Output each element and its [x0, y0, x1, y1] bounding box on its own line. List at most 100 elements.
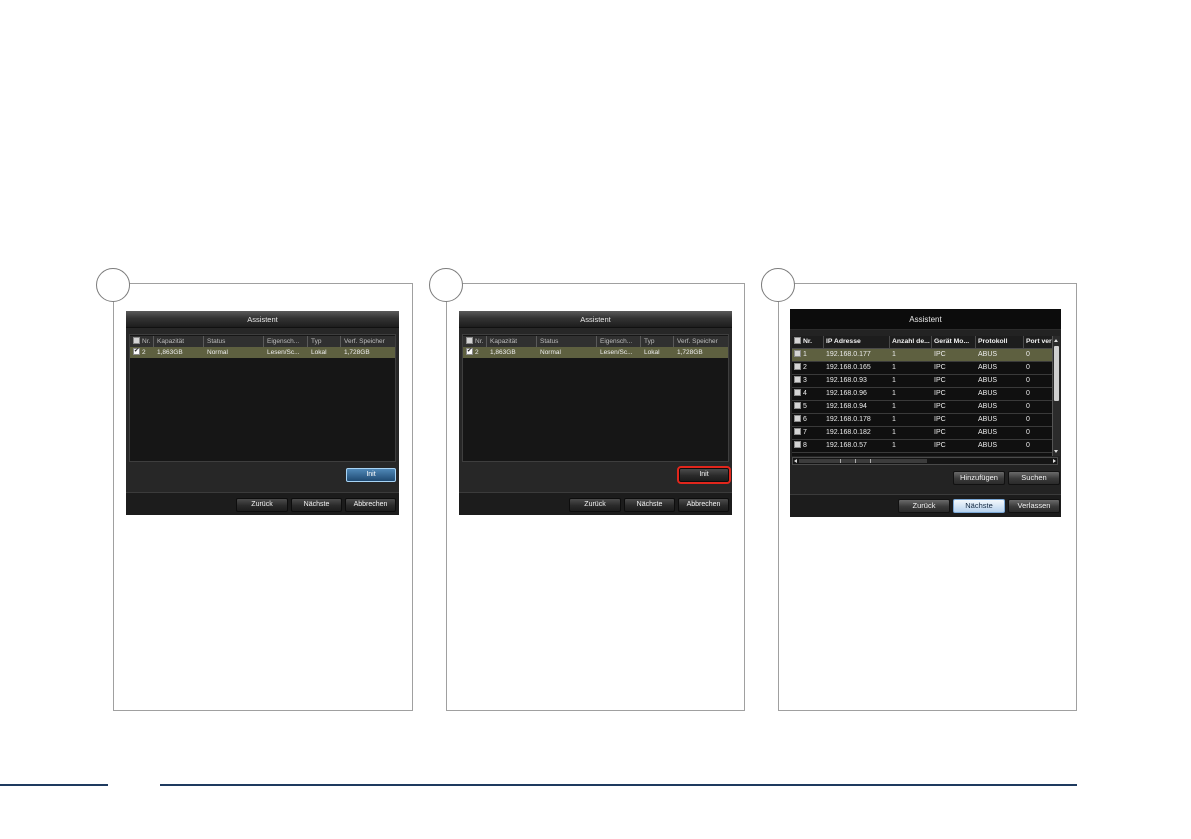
row-checkbox[interactable]	[794, 441, 801, 448]
init-button[interactable]: Init	[677, 466, 731, 484]
step-panel-1: Assistent Nr. Kapazität Status Eigensch.…	[96, 268, 413, 711]
table-cell-device-model: IPC	[934, 351, 946, 358]
next-button[interactable]: Nächste	[291, 498, 342, 512]
table-cell-nr: 5	[792, 401, 824, 413]
row-checkbox[interactable]	[794, 428, 801, 435]
table-cell-nr: 8	[792, 440, 824, 452]
back-button[interactable]: Zurück	[236, 498, 288, 512]
add-button[interactable]: Hinzufügen	[953, 471, 1005, 485]
table-cell-nr: 6	[792, 414, 824, 426]
table-cell-protocol: ABUS	[978, 364, 998, 371]
select-all-checkbox[interactable]	[466, 337, 473, 344]
table-cell-device-model: IPC	[934, 442, 946, 449]
table-cell-nr: 2	[463, 347, 487, 358]
table-row[interactable]: 6 192.168.0.178 1 IPC ABUS 0	[792, 414, 1052, 427]
horizontal-scrollbar[interactable]	[792, 457, 1058, 465]
scroll-left-icon[interactable]	[794, 458, 797, 463]
column-header-free-space[interactable]: Verf. Speicher	[344, 338, 385, 345]
step-panel-3: Assistent Nr. IP Adresse Anzahl de... Ge…	[761, 268, 1077, 711]
exit-button[interactable]: Verlassen	[1008, 499, 1060, 513]
table-cell-device-model: IPC	[934, 403, 946, 410]
column-header-nr[interactable]: Nr.	[792, 336, 824, 348]
table-row[interactable]: 3 192.168.0.93 1 IPC ABUS 0	[792, 375, 1052, 388]
row-checkbox[interactable]	[794, 376, 801, 383]
table-cell-nr-value: 1	[803, 351, 807, 358]
scroll-grip-icon	[870, 459, 871, 463]
column-header-status[interactable]: Status	[537, 336, 597, 347]
scroll-grip-icon	[840, 459, 841, 463]
select-all-checkbox[interactable]	[133, 337, 140, 344]
row-checkbox[interactable]	[794, 389, 801, 396]
column-header-type[interactable]: Typ	[308, 336, 341, 347]
footer-rule-right	[160, 784, 1077, 786]
column-header-type[interactable]: Typ	[641, 336, 674, 347]
row-checkbox[interactable]	[133, 348, 140, 355]
horizontal-scroll-thumb[interactable]	[799, 459, 927, 463]
hdd-table: Nr. Kapazität Status Eigensch... Typ Ver…	[129, 334, 396, 462]
table-cell-ip-address: 192.168.0.93	[826, 377, 867, 384]
column-header-status[interactable]: Status	[204, 336, 264, 347]
column-header-nr[interactable]: Nr.	[130, 336, 154, 347]
table-cell-protocol: ABUS	[978, 377, 998, 384]
column-header-properties[interactable]: Eigensch...	[264, 336, 308, 347]
init-button[interactable]: Init	[346, 468, 396, 482]
table-header-row: Nr. IP Adresse Anzahl de... Gerät Mo... …	[792, 336, 1052, 349]
dialog-title: Assistent	[790, 309, 1061, 330]
column-header-capacity[interactable]: Kapazität	[154, 336, 204, 347]
row-checkbox[interactable]	[794, 363, 801, 370]
table-row[interactable]: 5 192.168.0.94 1 IPC ABUS 0	[792, 401, 1052, 414]
scroll-down-icon[interactable]	[1054, 450, 1058, 453]
table-cell-port: 0	[1026, 416, 1030, 423]
table-cell-ip-address: 192.168.0.182	[826, 429, 871, 436]
table-cell-channel-count: 1	[892, 351, 896, 358]
row-checkbox[interactable]	[794, 350, 801, 357]
table-cell-properties: Lesen/Sc...	[600, 349, 633, 356]
column-header-nr-label: Nr.	[475, 338, 484, 345]
vertical-scrollbar[interactable]	[1052, 336, 1060, 456]
table-cell-nr-value: 3	[803, 377, 807, 384]
scroll-up-icon[interactable]	[1054, 339, 1058, 342]
column-header-ip-address[interactable]: IP Adresse	[824, 336, 890, 348]
back-button[interactable]: Zurück	[569, 498, 621, 512]
next-button[interactable]: Nächste	[953, 499, 1005, 513]
ip-camera-table: Nr. IP Adresse Anzahl de... Gerät Mo... …	[792, 336, 1060, 456]
column-header-protocol[interactable]: Protokoll	[976, 336, 1024, 348]
vertical-scroll-thumb[interactable]	[1054, 346, 1059, 401]
table-cell-ip-address: 192.168.0.177	[826, 351, 871, 358]
column-header-port[interactable]: Port ver	[1026, 338, 1052, 345]
column-header-nr-label: Nr.	[142, 338, 151, 345]
back-button[interactable]: Zurück	[898, 499, 950, 513]
table-cell-nr-value: 2	[142, 349, 146, 356]
table-cell-status: Normal	[207, 349, 228, 356]
select-all-checkbox[interactable]	[794, 337, 801, 344]
table-row[interactable]: 4 192.168.0.96 1 IPC ABUS 0	[792, 388, 1052, 401]
table-row[interactable]: 1 192.168.0.177 1 IPC ABUS 0	[792, 349, 1052, 362]
table-cell-nr-value: 2	[803, 364, 807, 371]
assistant-dialog: Assistent Nr. Kapazität Status Eigensch.…	[459, 311, 732, 515]
table-cell-capacity: 1,863GB	[157, 349, 183, 356]
row-checkbox[interactable]	[794, 402, 801, 409]
table-row[interactable]: 2 1,863GB Normal Lesen/Sc... Lokal 1,728…	[463, 347, 728, 358]
scroll-right-icon[interactable]	[1053, 458, 1056, 463]
column-header-channel-count[interactable]: Anzahl de...	[890, 336, 932, 348]
search-button[interactable]: Suchen	[1008, 471, 1060, 485]
table-row[interactable]: 2 1,863GB Normal Lesen/Sc... Lokal 1,728…	[130, 347, 395, 358]
column-header-properties[interactable]: Eigensch...	[597, 336, 641, 347]
column-header-device-model[interactable]: Gerät Mo...	[932, 336, 976, 348]
next-button[interactable]: Nächste	[624, 498, 675, 512]
row-checkbox[interactable]	[466, 348, 473, 355]
table-cell-nr: 3	[792, 375, 824, 387]
table-row[interactable]: 8 192.168.0.57 1 IPC ABUS 0	[792, 440, 1052, 453]
table-row[interactable]: 7 192.168.0.182 1 IPC ABUS 0	[792, 427, 1052, 440]
table-row[interactable]: 2 192.168.0.165 1 IPC ABUS 0	[792, 362, 1052, 375]
column-header-nr[interactable]: Nr.	[463, 336, 487, 347]
cancel-button[interactable]: Abbrechen	[678, 498, 729, 512]
cancel-button[interactable]: Abbrechen	[345, 498, 396, 512]
row-checkbox[interactable]	[794, 415, 801, 422]
column-header-capacity[interactable]: Kapazität	[487, 336, 537, 347]
table-cell-type: Lokal	[644, 349, 660, 356]
table-cell-port: 0	[1026, 364, 1030, 371]
table-cell-type: Lokal	[311, 349, 327, 356]
step-marker-circle	[429, 268, 463, 302]
column-header-free-space[interactable]: Verf. Speicher	[677, 338, 718, 345]
